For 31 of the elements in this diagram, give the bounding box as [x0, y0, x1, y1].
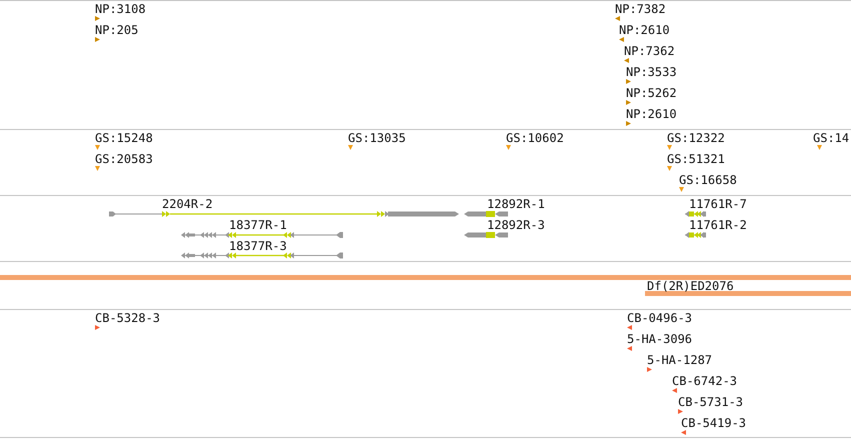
feature-label: 18377R-1	[229, 218, 287, 230]
feature-label: 5-HA-3096	[627, 332, 692, 344]
feature-label: GS:10602	[506, 132, 564, 144]
feature-label: 11761R-7	[689, 198, 747, 210]
feature-label: CB-0496-3	[627, 312, 692, 324]
feature-label: GS:20583	[95, 152, 153, 164]
feature-label: GS:15248	[95, 132, 153, 144]
feature-label: CB-5731-3	[678, 396, 744, 408]
feature-label: GS:16658	[679, 174, 737, 186]
feature-label: NP:3108	[95, 2, 146, 14]
feature-label: NP:7362	[624, 44, 675, 56]
feature-label: NP:205	[95, 24, 138, 36]
feature-label: CB-5328-3	[95, 312, 160, 324]
feature-label: 12892R-1	[487, 198, 545, 210]
feature-label: GS:12322	[667, 132, 725, 144]
feature-label: Df(2R)ED2076	[647, 280, 734, 292]
feature-label: GS:51321	[667, 152, 725, 164]
feature-label: NP:5262	[626, 86, 677, 98]
feature-label: CB-6742-3	[672, 374, 738, 386]
feature-label: 12892R-3	[487, 218, 545, 230]
feature-label: NP:2610	[619, 24, 670, 36]
feature-label: 11761R-2	[689, 218, 747, 230]
feature-label: NP:2610	[626, 108, 677, 120]
feature-label: 5-HA-1287	[647, 354, 712, 366]
feature-label: CB-5419-3	[681, 416, 746, 428]
feature-label: 18377R-3	[229, 240, 287, 252]
feature-label: 2204R-2	[162, 198, 213, 210]
feature-label: GS:14	[813, 132, 850, 144]
feature-label: GS:13035	[348, 132, 406, 144]
feature-label: NP:3533	[626, 66, 677, 78]
feature-label: NP:7382	[615, 2, 666, 14]
